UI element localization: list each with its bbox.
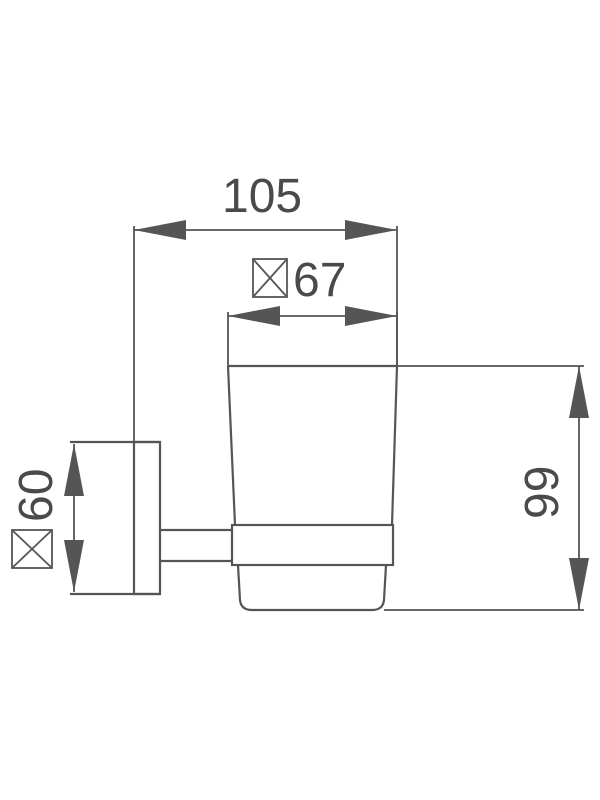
- arrow-right: [345, 306, 397, 326]
- holder-ring: [230, 523, 395, 567]
- arrow-left: [134, 220, 186, 240]
- tumbler-cup: [226, 364, 399, 612]
- arrow-down: [64, 540, 84, 592]
- base-square-label: 60: [10, 469, 63, 522]
- overall-width-label: 105: [222, 170, 302, 223]
- cup-square-label: 67: [293, 254, 346, 307]
- arrow-down: [569, 558, 589, 610]
- dimension-height: 99: [384, 365, 589, 611]
- square-symbol-icon: [252, 258, 288, 298]
- dimension-cup-width: 67: [227, 254, 398, 366]
- arrow-left: [228, 306, 280, 326]
- height-label: 99: [516, 466, 569, 519]
- dimension-overall-width: 105: [133, 170, 398, 442]
- dimension-base-square: 60: [10, 444, 84, 592]
- square-symbol-icon: [11, 529, 53, 569]
- arrow-right: [345, 220, 397, 240]
- arrow-up: [64, 444, 84, 496]
- wall-mount-base: [70, 440, 162, 596]
- support-arm: [160, 528, 232, 563]
- arrow-up: [569, 366, 589, 418]
